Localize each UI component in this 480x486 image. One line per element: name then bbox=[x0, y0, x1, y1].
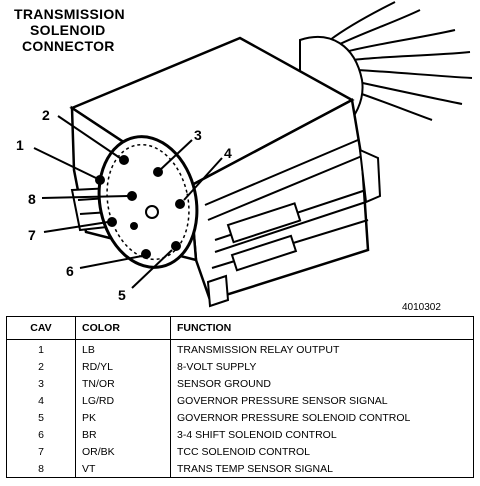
title-line-1: TRANSMISSION bbox=[14, 6, 125, 22]
table-row: 8 VT TRANS TEMP SENSOR SIGNAL bbox=[6, 460, 474, 478]
header-cav: CAV bbox=[6, 316, 76, 340]
lock-tab-lower bbox=[230, 234, 298, 272]
cell-cav: 1 bbox=[6, 339, 76, 359]
cell-function: GOVERNOR PRESSURE SENSOR SIGNAL bbox=[177, 395, 388, 408]
cavity-5 bbox=[171, 241, 181, 251]
cell-cav: 5 bbox=[6, 409, 76, 427]
callout-6: 6 bbox=[66, 263, 74, 279]
cell-color: TN/OR bbox=[75, 375, 171, 393]
cavity-1 bbox=[95, 175, 105, 185]
cell-function: TRANS TEMP SENSOR SIGNAL bbox=[177, 462, 333, 475]
table-row: 7 OR/BK TCC SOLENOID CONTROL bbox=[6, 443, 474, 461]
cell-color: VT bbox=[75, 460, 171, 478]
cell-cav: 8 bbox=[6, 460, 76, 478]
face-plate-inner bbox=[106, 143, 190, 261]
title-line-3: CONNECTOR bbox=[22, 38, 115, 54]
cell-cav: 4 bbox=[6, 392, 76, 410]
cell-function: TCC SOLENOID CONTROL bbox=[177, 445, 311, 458]
cell-color: LB bbox=[75, 339, 171, 359]
callout-1: 1 bbox=[16, 137, 24, 153]
bottom-tab bbox=[206, 274, 230, 308]
callout-2: 2 bbox=[42, 107, 50, 123]
cell-color: PK bbox=[75, 409, 171, 427]
cell-color: RD/YL bbox=[75, 358, 171, 376]
table-row: 6 BR 3-4 SHIFT SOLENOID CONTROL bbox=[6, 426, 474, 444]
table-header-row: CAV COLOR FUNCTION bbox=[6, 316, 474, 340]
header-color: COLOR bbox=[75, 316, 171, 340]
cavity-6 bbox=[141, 249, 151, 259]
cell-function: 8-VOLT SUPPLY bbox=[177, 361, 257, 374]
cavity-7 bbox=[107, 217, 117, 227]
leader-lines bbox=[33, 115, 223, 289]
table-row: 3 TN/OR SENSOR GROUND bbox=[6, 375, 474, 393]
cell-color: OR/BK bbox=[75, 443, 171, 461]
cell-function: 3-4 SHIFT SOLENOID CONTROL bbox=[177, 428, 337, 441]
header-function: FUNCTION bbox=[170, 316, 474, 340]
callout-5: 5 bbox=[118, 287, 126, 303]
cavity-holes bbox=[95, 155, 185, 259]
callout-8: 8 bbox=[28, 191, 36, 207]
cavity-4 bbox=[175, 199, 185, 209]
table-row: 1 LB TRANSMISSION RELAY OUTPUT bbox=[6, 339, 474, 359]
cavity-8 bbox=[127, 191, 137, 201]
connector-illustration: 1 2 3 4 5 6 7 8 bbox=[16, 1, 473, 308]
cell-function: SENSOR GROUND bbox=[177, 378, 271, 391]
cell-function: TRANSMISSION RELAY OUTPUT bbox=[177, 344, 340, 357]
table-row: 4 LG/RD GOVERNOR PRESSURE SENSOR SIGNAL bbox=[6, 392, 474, 410]
cell-function: GOVERNOR PRESSURE SOLENOID CONTROL bbox=[177, 411, 411, 424]
callout-7: 7 bbox=[28, 227, 36, 243]
wire-bundle bbox=[329, 1, 473, 121]
cell-color: BR bbox=[75, 426, 171, 444]
table-row: 2 RD/YL 8-VOLT SUPPLY bbox=[6, 358, 474, 376]
title-line-2: SOLENOID bbox=[30, 22, 106, 38]
cell-cav: 6 bbox=[6, 426, 76, 444]
callout-4: 4 bbox=[224, 145, 232, 161]
callout-3: 3 bbox=[194, 127, 202, 143]
table-row: 5 PK GOVERNOR PRESSURE SOLENOID CONTROL bbox=[6, 409, 474, 427]
cell-cav: 7 bbox=[6, 443, 76, 461]
cavity-2 bbox=[119, 155, 129, 165]
face-plate-outer bbox=[97, 135, 199, 269]
lock-tab-upper bbox=[226, 202, 302, 244]
cell-cav: 2 bbox=[6, 358, 76, 376]
cell-cav: 3 bbox=[6, 375, 76, 393]
pinout-table: CAV COLOR FUNCTION 1 LB TRANSMISSION REL… bbox=[6, 316, 474, 478]
cell-color: LG/RD bbox=[75, 392, 171, 410]
right-clip bbox=[358, 148, 382, 204]
figure-number: 4010302 bbox=[402, 302, 441, 313]
